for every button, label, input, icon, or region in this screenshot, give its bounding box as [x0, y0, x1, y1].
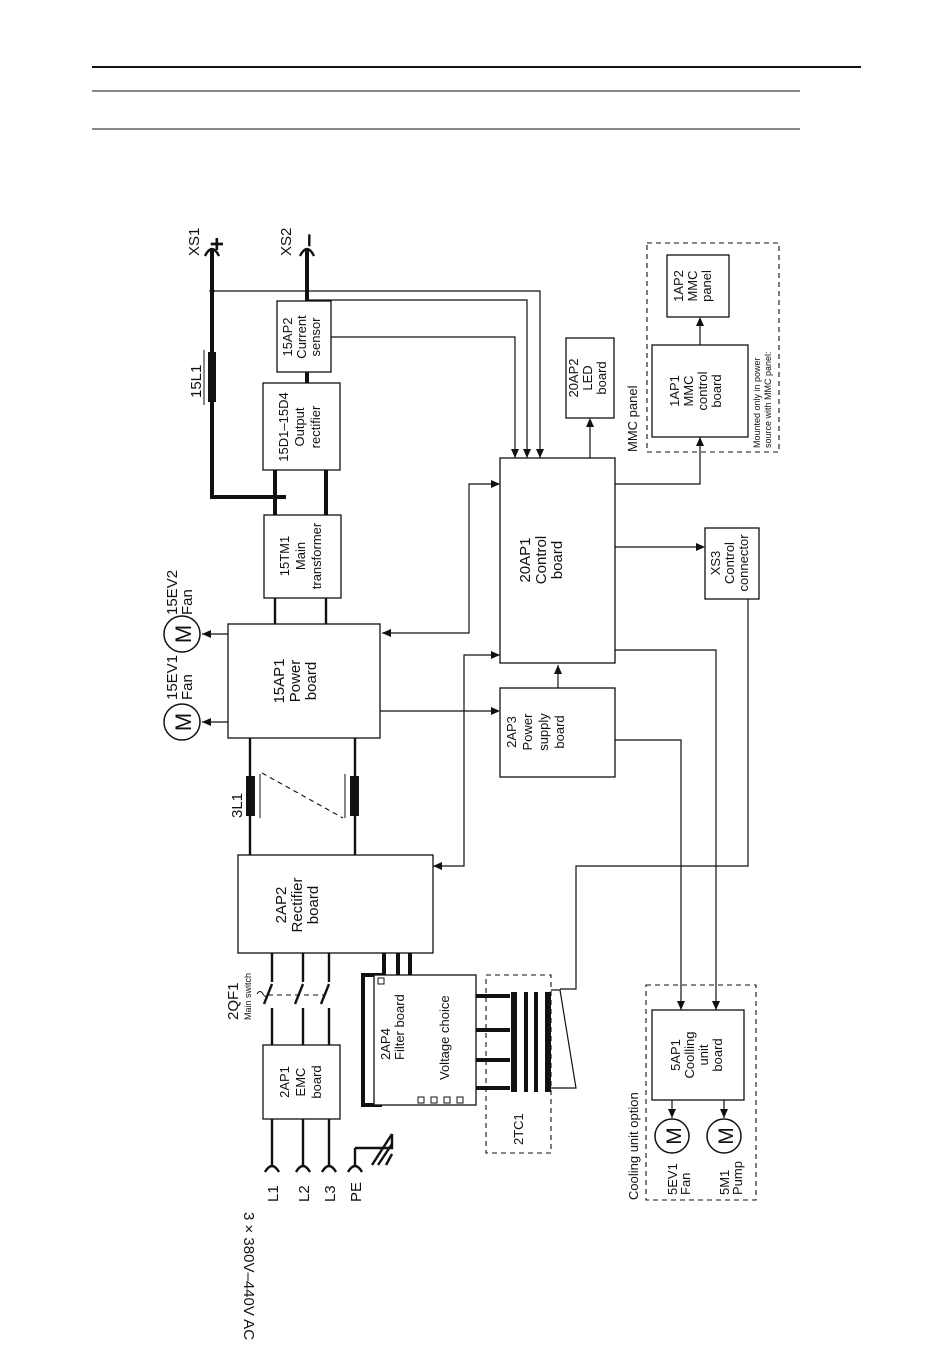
- svg-text:sensor: sensor: [308, 317, 323, 357]
- xs2-label: XS2: [278, 228, 295, 256]
- output-rectifier-block: 15D1–15D4 Output rectifier: [262, 382, 341, 471]
- svg-text:LED: LED: [580, 365, 595, 390]
- minus-sign: –: [295, 234, 322, 247]
- control-board-block: 20AP1 Control board: [499, 457, 616, 664]
- svg-text:15TM1: 15TM1: [277, 536, 292, 576]
- svg-text:control: control: [695, 371, 710, 410]
- svg-text:15AP1: 15AP1: [271, 658, 288, 703]
- xs1-label: XS1: [186, 228, 203, 256]
- l15l1-label: 15L1: [188, 365, 205, 398]
- svg-text:board: board: [710, 1038, 725, 1071]
- svg-text:Power: Power: [287, 660, 304, 703]
- xs2-terminal: XS2 –: [278, 228, 322, 257]
- main-switch: 2QF1 Main switch: [225, 973, 337, 1020]
- svg-text:source with MMC panel:: source with MMC panel:: [763, 351, 773, 448]
- svg-text:5AP1: 5AP1: [668, 1039, 683, 1071]
- svg-text:Main: Main: [293, 542, 308, 570]
- svg-text:15EV1: 15EV1: [164, 655, 181, 700]
- svg-text:L2: L2: [296, 1185, 313, 1202]
- arrowheads: [202, 317, 728, 1118]
- svg-text:2AP3: 2AP3: [504, 716, 519, 748]
- plus-sign: +: [204, 237, 231, 251]
- svg-text:Mounted only in power: Mounted only in power: [752, 357, 762, 448]
- svg-text:EMC: EMC: [293, 1068, 308, 1097]
- svg-text:transformer: transformer: [309, 522, 324, 589]
- svg-text:Output: Output: [292, 407, 307, 446]
- svg-text:Rectifier: Rectifier: [289, 877, 306, 932]
- svg-text:board: board: [594, 361, 609, 394]
- svg-text:panel: panel: [699, 270, 714, 302]
- svg-text:XS3: XS3: [708, 551, 723, 576]
- svg-text:M: M: [171, 625, 196, 643]
- svg-text:M: M: [715, 1127, 738, 1145]
- cooling-option-caption: Cooling unit option: [626, 1092, 641, 1200]
- fan-15ev1: M 15EV1 Fan: [163, 655, 201, 741]
- svg-text:L1: L1: [265, 1185, 282, 1202]
- svg-text:board: board: [552, 715, 567, 748]
- svg-text:20AP1: 20AP1: [517, 537, 534, 582]
- l3l1-label: 3L1: [229, 793, 246, 818]
- svg-text:Fan: Fan: [179, 674, 196, 700]
- current-sensor-block: 15AP2 Current sensor: [276, 300, 332, 373]
- main-transformer-block: 15TM1 Main transformer: [263, 514, 342, 599]
- svg-text:Main switch: Main switch: [243, 973, 253, 1020]
- svg-text:connector: connector: [736, 534, 751, 592]
- choke-3l1: 3L1: [229, 774, 359, 818]
- svg-text:15D1–15D4: 15D1–15D4: [276, 392, 291, 461]
- svg-text:Voltage choice: Voltage choice: [437, 995, 452, 1080]
- svg-text:5EV1: 5EV1: [665, 1163, 680, 1195]
- power-supply-block: 2AP3 Power supply board: [499, 687, 616, 778]
- svg-text:1AP2: 1AP2: [671, 270, 686, 302]
- control-connector-block: XS3 Control connector: [704, 527, 760, 600]
- svg-text:1AP1: 1AP1: [667, 375, 682, 407]
- svg-text:supply: supply: [536, 713, 551, 751]
- svg-text:Control: Control: [533, 536, 550, 584]
- svg-text:M: M: [663, 1127, 686, 1145]
- svg-text:2TC1: 2TC1: [511, 1113, 526, 1145]
- svg-text:Fan: Fan: [678, 1173, 693, 1195]
- transformer-2tc1: 2TC1: [485, 974, 577, 1154]
- emc-board-block: 2AP1 EMC board: [262, 1044, 341, 1120]
- supply-label: 3 × 380V–440V AC: [240, 1212, 257, 1340]
- svg-text:Filter board: Filter board: [392, 994, 407, 1060]
- mmc-panel-caption: MMC panel: [625, 385, 640, 452]
- inductor-15l1: 15L1: [188, 350, 216, 405]
- led-board-block: 20AP2 LED board: [565, 337, 615, 419]
- fan-15ev2: M 15EV2 Fan: [163, 570, 201, 653]
- svg-text:2QF1: 2QF1: [225, 982, 242, 1020]
- svg-text:15AP2: 15AP2: [280, 317, 295, 356]
- power-board-block: 15AP1 Power board: [227, 623, 381, 739]
- svg-text:board: board: [549, 541, 566, 579]
- svg-text:MMC: MMC: [681, 375, 696, 406]
- svg-text:Control: Control: [722, 542, 737, 584]
- svg-text:PE: PE: [348, 1182, 365, 1202]
- svg-text:board: board: [303, 662, 320, 700]
- svg-text:2AP2: 2AP2: [273, 887, 290, 924]
- svg-text:board: board: [309, 1065, 324, 1098]
- svg-text:Power: Power: [520, 713, 535, 751]
- svg-text:unit: unit: [696, 1044, 711, 1065]
- svg-text:L3: L3: [322, 1185, 339, 1202]
- svg-text:Fan: Fan: [179, 589, 196, 615]
- filter-board-block: 2AP4 Filter board Voltage choice: [373, 974, 477, 1106]
- svg-text:board: board: [709, 374, 724, 407]
- svg-text:MMC: MMC: [685, 270, 700, 301]
- svg-text:20AP2: 20AP2: [566, 358, 581, 397]
- svg-text:M: M: [171, 713, 196, 731]
- svg-text:rectifier: rectifier: [308, 405, 323, 448]
- rectifier-board-block: 2AP2 Rectifier board: [237, 854, 434, 954]
- svg-text:2AP4: 2AP4: [378, 1028, 393, 1060]
- svg-text:Coolling: Coolling: [682, 1032, 697, 1079]
- mmc-panel-group: MMC panel 1AP1 MMC control board 1AP2 MM…: [625, 242, 780, 453]
- cooling-unit-group: Cooling unit option 5AP1 Coolling unit b…: [626, 984, 757, 1201]
- xs1-terminal: XS1 +: [186, 228, 231, 294]
- mains-input: L1 L2 L3 PE 3 × 380V–440V AC: [240, 1164, 365, 1340]
- svg-text:Current: Current: [294, 315, 309, 359]
- svg-text:2AP1: 2AP1: [277, 1066, 292, 1098]
- svg-text:15EV2: 15EV2: [164, 570, 181, 615]
- svg-text:5M1: 5M1: [717, 1170, 732, 1195]
- svg-text:Pump: Pump: [730, 1161, 745, 1195]
- svg-text:board: board: [305, 886, 322, 924]
